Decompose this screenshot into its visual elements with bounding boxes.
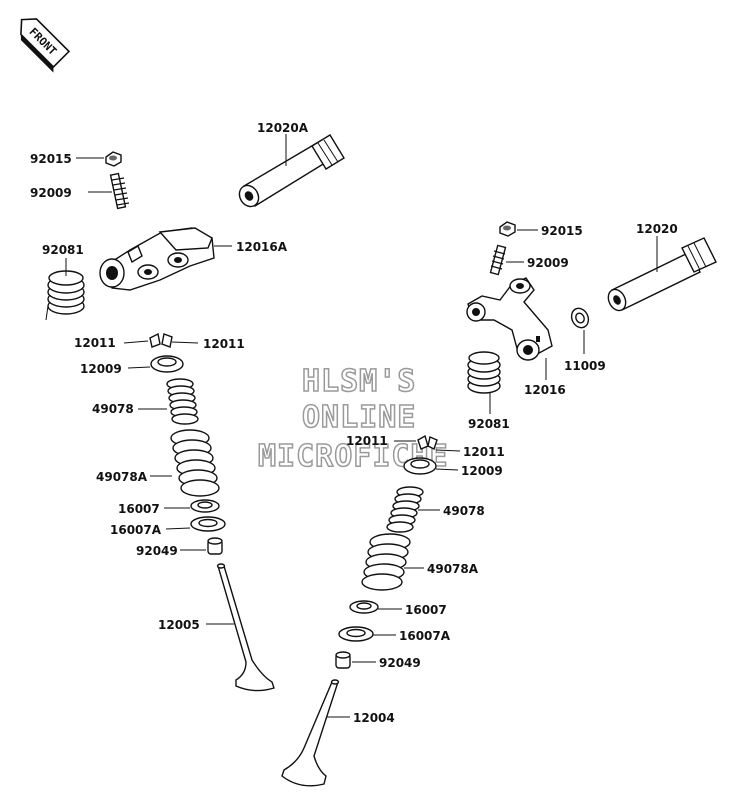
label-11009: 11009 xyxy=(564,359,606,373)
rocker-spring-92081-right xyxy=(467,351,501,394)
label-16007A-right: 16007A xyxy=(399,629,451,643)
rocker-arm-12016 xyxy=(466,277,553,361)
washer-11009 xyxy=(570,307,590,329)
spring-seat-16007A-left xyxy=(190,516,226,532)
inner-valve-spring-49078-left xyxy=(166,378,199,425)
spring-seat-16007A-right xyxy=(338,626,374,642)
valve-keepers-12011-left xyxy=(149,332,173,348)
label-16007-left: 16007 xyxy=(118,502,160,516)
label-49078-right: 49078 xyxy=(443,504,485,518)
exhaust-valve-12004 xyxy=(281,679,340,787)
label-16007A-left: 16007A xyxy=(110,523,162,537)
spring-seat-16007-left xyxy=(190,499,220,513)
label-12009-right: 12009 xyxy=(461,464,503,478)
label-12016: 12016 xyxy=(524,383,566,397)
rocker-shaft-12020 xyxy=(607,237,717,312)
adjust-screw-92009-left xyxy=(109,172,130,210)
inner-valve-spring-49078-right xyxy=(386,486,424,533)
label-49078-left: 49078 xyxy=(92,402,134,416)
label-49078A-right: 49078A xyxy=(427,562,479,576)
label-92049-left: 92049 xyxy=(136,544,178,558)
label-92081-right: 92081 xyxy=(468,417,510,431)
label-92049-right: 92049 xyxy=(379,656,421,670)
spring-seat-16007-right xyxy=(349,600,379,614)
adjust-screw-92009-right xyxy=(489,244,507,276)
rocker-shaft-12020A xyxy=(238,134,345,208)
stem-seal-92049-right xyxy=(335,651,351,669)
label-12016A: 12016A xyxy=(236,240,288,254)
spring-retainer-12009-right xyxy=(403,457,437,475)
stem-seal-92049-left xyxy=(207,537,223,555)
label-92009-left: 92009 xyxy=(30,186,72,200)
rocker-arm-12016A xyxy=(99,227,215,291)
label-12009-left: 12009 xyxy=(80,362,122,376)
label-12011-left-a: 12011 xyxy=(74,336,116,350)
rocker-spring-92081-left xyxy=(45,270,85,321)
nut-92015-right xyxy=(499,221,516,237)
label-12020A: 12020A xyxy=(257,121,309,135)
label-12011-right-a: 12011 xyxy=(346,434,388,448)
watermark: HLSM'S ONLINE MICROFICHE xyxy=(257,363,449,475)
watermark-line-3: MICROFICHE xyxy=(258,439,449,474)
label-92081-left: 92081 xyxy=(42,243,84,257)
label-92009-right: 92009 xyxy=(527,256,569,270)
spring-retainer-12009-left xyxy=(150,355,184,373)
label-12011-right-b: 12011 xyxy=(463,445,505,459)
nut-92015-left xyxy=(105,151,122,167)
label-49078A-left: 49078A xyxy=(96,470,148,484)
label-12011-left-b: 12011 xyxy=(203,337,245,351)
front-direction-badge: FRONT xyxy=(20,18,71,73)
label-12005: 12005 xyxy=(158,618,200,632)
intake-valve-12005 xyxy=(216,563,275,692)
label-92015-right: 92015 xyxy=(541,224,583,238)
label-16007-right: 16007 xyxy=(405,603,447,617)
watermark-line-2: ONLINE xyxy=(302,400,416,435)
label-12020: 12020 xyxy=(636,222,678,236)
watermark-line-1: HLSM'S xyxy=(302,364,416,399)
outer-valve-spring-49078A-right xyxy=(361,533,411,591)
outer-valve-spring-49078A-left xyxy=(170,429,220,497)
label-12004: 12004 xyxy=(353,711,395,725)
valve-keepers-12011-right xyxy=(417,434,438,450)
label-92015-left: 92015 xyxy=(30,152,72,166)
